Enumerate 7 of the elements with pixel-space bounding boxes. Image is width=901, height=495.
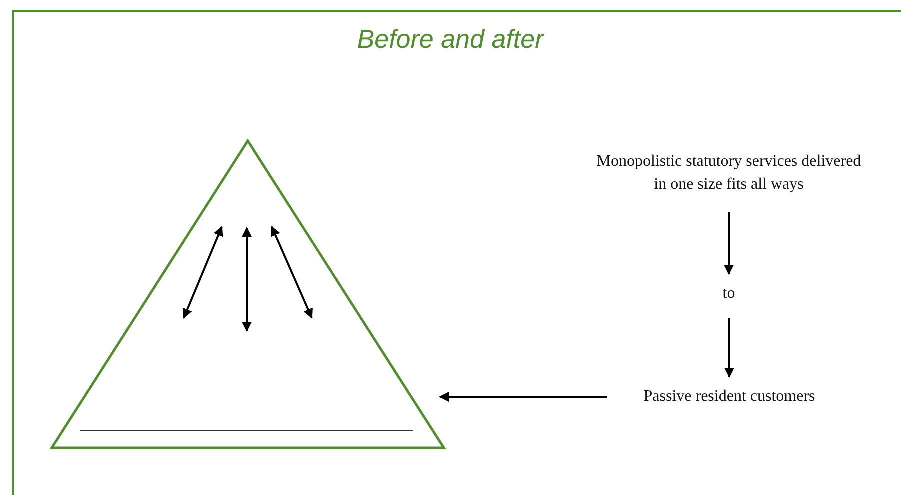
arrow — [439, 392, 607, 402]
node-text: Passive resident customers — [644, 387, 816, 407]
node-text: to — [722, 284, 736, 304]
node-text: Monopolistic statutory services delivered in one size fits all ways — [596, 152, 862, 195]
arrow — [724, 212, 734, 275]
diagram-title: Before and after — [357, 24, 544, 55]
arrow — [724, 318, 734, 378]
